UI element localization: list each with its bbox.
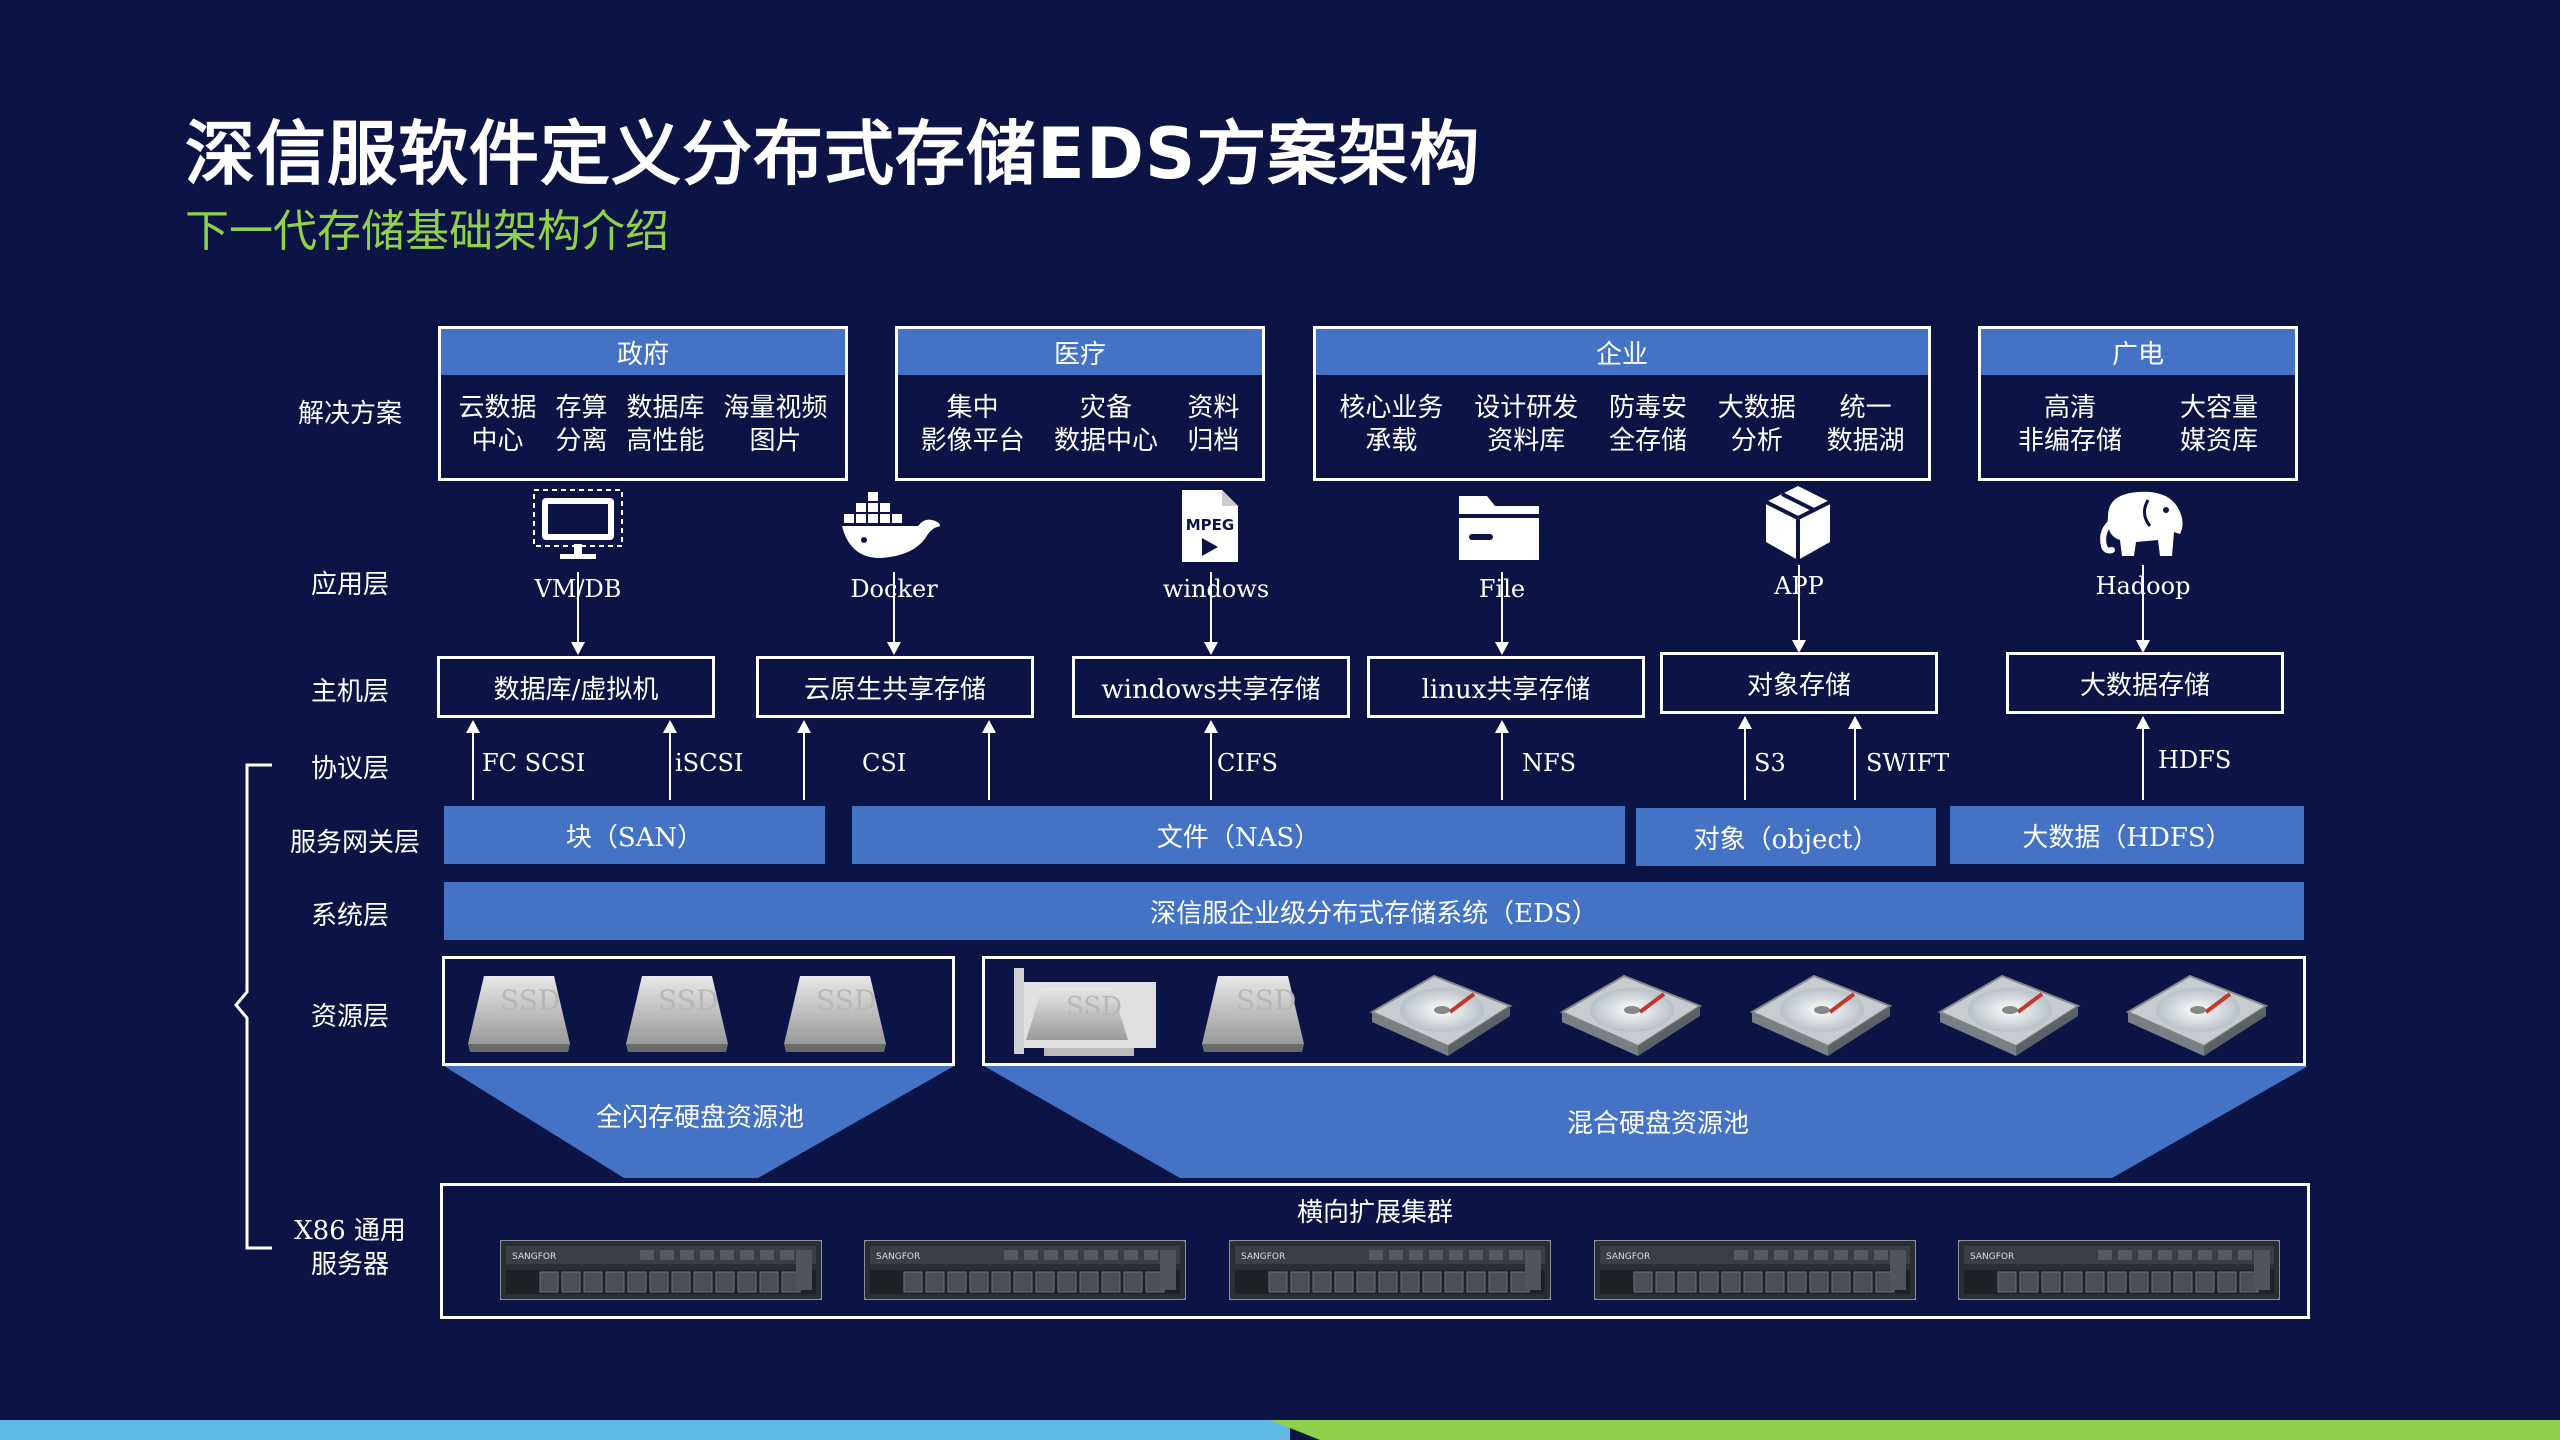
hybrid-resource-box (982, 956, 2306, 1066)
hdd-drive-icon (1369, 974, 1513, 1056)
rack-server-icon: SANGFOR (1958, 1240, 2280, 1300)
server-brand-label: SANGFOR (512, 1252, 556, 1262)
host-box-linux-share: linux共享存储 (1367, 656, 1645, 718)
solution-enterprise-box: 企业 核心业务 承载 设计研发 资料库 防毒安 全存储 大数据 分析 统一 数据… (1313, 326, 1931, 481)
protocol-csi: CSI (862, 749, 907, 777)
hdd-drive-icon (1937, 974, 2081, 1056)
protocol-hdfs: HDFS (2158, 746, 2232, 774)
solution-item: 大数据 分析 (1717, 393, 1796, 456)
solution-item: 集中 影像平台 (920, 393, 1025, 456)
hdd-drive-icon (1749, 974, 1893, 1056)
solution-gov-box: 政府 云数据 中心 存算 分离 数据库 高性能 海量视频 图片 (438, 326, 848, 481)
allflash-pool-label: 全闪存硬盘资源池 (595, 1103, 804, 1133)
protocol-fc-scsi: FC SCSI (482, 749, 586, 777)
solution-item: 核心业务 承载 (1339, 393, 1444, 456)
host-box-database-vm: 数据库/虚拟机 (437, 656, 715, 718)
layer-label-solution: 解决方案 (297, 399, 402, 429)
solution-item: 大容量 媒资库 (2179, 393, 2258, 456)
solution-item: 数据库 高性能 (626, 393, 705, 456)
solution-item: 灾备 数据中心 (1053, 393, 1158, 456)
protocol-s3: S3 (1754, 749, 1786, 777)
pool-funnels (444, 1066, 2308, 1178)
server-brand-label: SANGFOR (1606, 1252, 1650, 1262)
layer-label-system: 系统层 (310, 901, 389, 931)
host-box-object-storage: 对象存储 (1660, 652, 1938, 714)
ssd-drive-icon (784, 976, 886, 1052)
ssd-label: SSD (500, 984, 561, 1017)
drives-layer (468, 968, 2269, 1056)
solution-item: 设计研发 资料库 (1474, 393, 1579, 456)
gateway-object: 对象（object） (1636, 808, 1936, 866)
solution-item: 高清 非编存储 (2017, 393, 2122, 456)
ssd-label: SSD (1066, 992, 1123, 1022)
solution-item: 防毒安 全存储 (1608, 393, 1687, 456)
svg-text:MPEG: MPEG (1186, 516, 1234, 534)
solution-item: 海量视频 图片 (723, 393, 828, 456)
solution-item: 统一 数据湖 (1826, 393, 1905, 456)
ssd-drive-icon (626, 976, 728, 1052)
ssd-label: SSD (816, 984, 877, 1017)
layer-label-gateway: 服务网关层 (289, 828, 420, 858)
cluster-box (440, 1183, 2310, 1319)
system-bar: 深信服企业级分布式存储系统（EDS） (444, 882, 2304, 940)
server-brand-label: SANGFOR (1241, 1252, 1285, 1262)
rack-server-icon: SANGFOR (864, 1240, 1186, 1300)
solution-item: 云数据 中心 (458, 393, 537, 456)
app-label-windows: windows (1162, 575, 1270, 603)
solution-medical-title: 医疗 (898, 329, 1262, 375)
ssd-drive-icon (468, 976, 570, 1052)
ssd-label: SSD (658, 984, 719, 1017)
gateway-san: 块（SAN） (444, 806, 825, 864)
layer-label-server: X86 通用 服务器 (294, 1216, 406, 1280)
protocol-iscsi: iSCSI (675, 749, 744, 777)
ssd-drive-icon (1202, 976, 1304, 1052)
layer-label-protocol: 协议层 (310, 754, 389, 784)
gateway-hdfs: 大数据（HDFS） (1950, 806, 2304, 864)
allflash-pool-funnel (444, 1066, 954, 1178)
monitor-icon (533, 489, 623, 559)
solution-broadcast-title: 广电 (1981, 329, 2295, 375)
rack-server-icon: SANGFOR (1594, 1240, 1916, 1300)
solution-medical-box: 医疗 集中 影像平台 灾备 数据中心 资料 归档 (895, 326, 1265, 481)
layer-label-app: 应用层 (310, 570, 389, 600)
hybrid-pool-funnel (984, 1066, 2308, 1178)
solution-gov-title: 政府 (441, 329, 845, 375)
gateway-nas: 文件（NAS） (852, 806, 1625, 864)
solution-enterprise-title: 企业 (1316, 329, 1928, 375)
page-subtitle: 下一代存储基础架构介绍 (185, 206, 669, 257)
host-box-cloud-native: 云原生共享存储 (756, 656, 1034, 718)
layer-label-host: 主机层 (310, 677, 389, 707)
cluster-title: 横向扩展集群 (1296, 1198, 1453, 1228)
bottom-accent-strip (0, 1420, 2560, 1440)
hadoop-elephant-icon (2100, 491, 2183, 556)
docker-whale-icon (842, 492, 940, 558)
layer-bracket (234, 763, 272, 1250)
mpeg-file-icon: MPEG (1182, 490, 1238, 562)
solution-broadcast-box: 广电 高清 非编存储 大容量 媒资库 (1978, 326, 2298, 481)
ssd-label: SSD (1236, 984, 1297, 1017)
protocol-cifs: CIFS (1217, 749, 1278, 777)
cube-box-icon (1765, 486, 1831, 560)
page-title: 深信服软件定义分布式存储EDS方案架构 (185, 113, 1481, 195)
hybrid-pool-label: 混合硬盘资源池 (1566, 1109, 1749, 1139)
nvme-card-icon (1014, 968, 1156, 1056)
hdd-drive-icon (1559, 974, 1703, 1056)
allflash-resource-box (442, 956, 955, 1066)
host-box-bigdata-storage: 大数据存储 (2006, 652, 2284, 714)
layer-label-resource: 资源层 (310, 1002, 389, 1032)
protocol-swift: SWIFT (1866, 749, 1950, 777)
server-brand-label: SANGFOR (876, 1252, 920, 1262)
server-brand-label: SANGFOR (1970, 1252, 2014, 1262)
folder-icon (1459, 496, 1539, 560)
solution-item: 资料 归档 (1187, 393, 1240, 456)
connector-arrows (466, 565, 2150, 800)
solution-item: 存算 分离 (555, 393, 608, 456)
protocol-nfs: NFS (1522, 749, 1577, 777)
host-box-windows-share: windows共享存储 (1072, 656, 1350, 718)
rack-server-icon: SANGFOR (1229, 1240, 1551, 1300)
rack-server-icon: SANGFOR (500, 1240, 822, 1300)
hdd-drive-icon (2125, 974, 2269, 1056)
